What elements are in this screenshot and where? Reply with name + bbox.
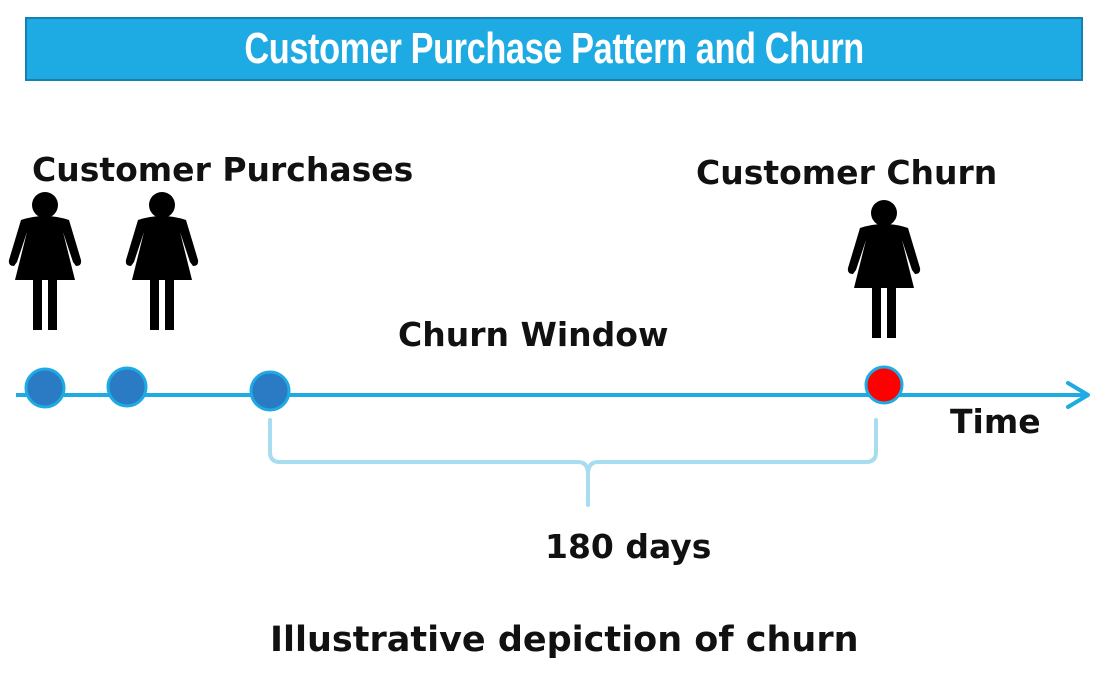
timeline-arrowhead [1066,381,1090,409]
duration-label: 180 days [545,527,712,566]
person-icon [8,192,82,330]
customer-purchases-label: Customer Purchases [32,150,414,189]
caption: Illustrative depiction of churn [270,620,859,660]
churn-window-bracket [268,418,878,507]
purchase-dot [24,367,66,409]
churn-window-label: Churn Window [398,315,669,354]
purchase-dot [249,370,291,412]
diagram-title: Customer Purchase Pattern and Churn [244,24,864,73]
churn-dot [864,365,904,405]
time-axis-label: Time [950,402,1041,441]
title-bar: Customer Purchase Pattern and Churn [25,17,1083,81]
customer-churn-label: Customer Churn [696,153,998,192]
person-icon [847,200,921,338]
person-icon [125,192,199,330]
purchase-dot [106,366,148,408]
